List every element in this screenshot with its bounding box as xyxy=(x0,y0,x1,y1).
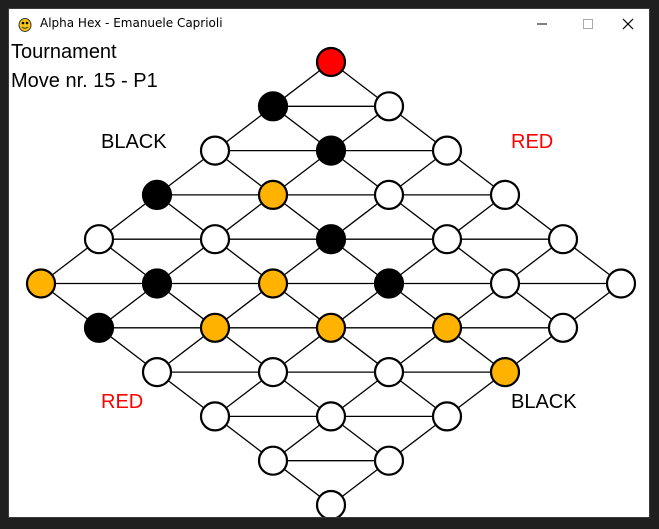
corner-label-top-left: BLACK xyxy=(101,131,167,153)
board-cell-0-2[interactable] xyxy=(199,135,231,166)
board-cell-4-1[interactable] xyxy=(489,268,521,299)
window-title: Alpha Hex - Emanuele Caprioli xyxy=(40,16,223,30)
board-cell-1-3[interactable] xyxy=(199,224,231,255)
board-cell-4-5[interactable] xyxy=(257,445,289,476)
board-cell-4-0[interactable] xyxy=(547,224,579,255)
corner-label-bottom-right: BLACK xyxy=(511,391,577,413)
app-icon xyxy=(18,18,32,32)
board-cell-2-3[interactable] xyxy=(257,268,289,299)
board-cell-0-1[interactable] xyxy=(257,91,289,122)
maximize-icon xyxy=(583,19,593,29)
maximize-button[interactable] xyxy=(565,9,611,39)
board-cell-2-1[interactable] xyxy=(373,179,405,210)
board-cell-2-2[interactable] xyxy=(315,224,347,255)
board-cell-1-1[interactable] xyxy=(315,135,347,166)
board-cell-3-5[interactable] xyxy=(199,401,231,432)
close-icon xyxy=(622,18,634,30)
close-button[interactable] xyxy=(605,9,651,39)
board-cell-1-4[interactable] xyxy=(141,268,173,299)
app-window: Alpha Hex - Emanuele Caprioli Tournament… xyxy=(8,8,650,518)
board-cell-5-1[interactable] xyxy=(547,312,579,343)
move-counter: Move nr. 15 - P1 xyxy=(11,70,158,92)
title-bar[interactable]: Alpha Hex - Emanuele Caprioli xyxy=(9,9,649,39)
board-cell-2-4[interactable] xyxy=(199,312,231,343)
hex-board[interactable] xyxy=(9,39,649,517)
corner-label-top-right: RED xyxy=(511,131,554,153)
board-cell-0-4[interactable] xyxy=(83,224,115,255)
board-cell-3-2[interactable] xyxy=(373,268,405,299)
game-canvas[interactable]: Tournament Move nr. 15 - P1 BLACK RED RE… xyxy=(9,39,649,517)
board-cell-2-0[interactable] xyxy=(431,135,463,166)
mode-label: Tournament xyxy=(11,41,117,63)
board-cell-3-3[interactable] xyxy=(315,312,347,343)
board-cell-5-2[interactable] xyxy=(489,357,521,388)
corner-label-bottom-left: RED xyxy=(101,391,144,413)
board-cell-1-0[interactable] xyxy=(373,91,405,122)
board-cell-5-4[interactable] xyxy=(373,445,405,476)
board-cell-1-2[interactable] xyxy=(257,179,289,210)
board-cell-3-1[interactable] xyxy=(431,224,463,255)
board-cell-5-5[interactable] xyxy=(315,489,347,517)
board-cell-3-0[interactable] xyxy=(489,179,521,210)
board-cell-0-5[interactable] xyxy=(25,268,57,299)
minimize-icon xyxy=(537,23,547,25)
board-cell-4-2[interactable] xyxy=(431,312,463,343)
minimize-button[interactable] xyxy=(519,9,565,39)
board-cell-2-5[interactable] xyxy=(141,357,173,388)
board-cell-1-5[interactable] xyxy=(83,312,115,343)
board-cell-5-0[interactable] xyxy=(605,268,637,299)
board-cell-3-4[interactable] xyxy=(257,357,289,388)
board-cell-5-3[interactable] xyxy=(431,401,463,432)
board-cell-4-4[interactable] xyxy=(315,401,347,432)
board-cell-0-0[interactable] xyxy=(315,46,347,78)
board-cell-4-3[interactable] xyxy=(373,357,405,388)
board-cell-0-3[interactable] xyxy=(141,179,173,210)
